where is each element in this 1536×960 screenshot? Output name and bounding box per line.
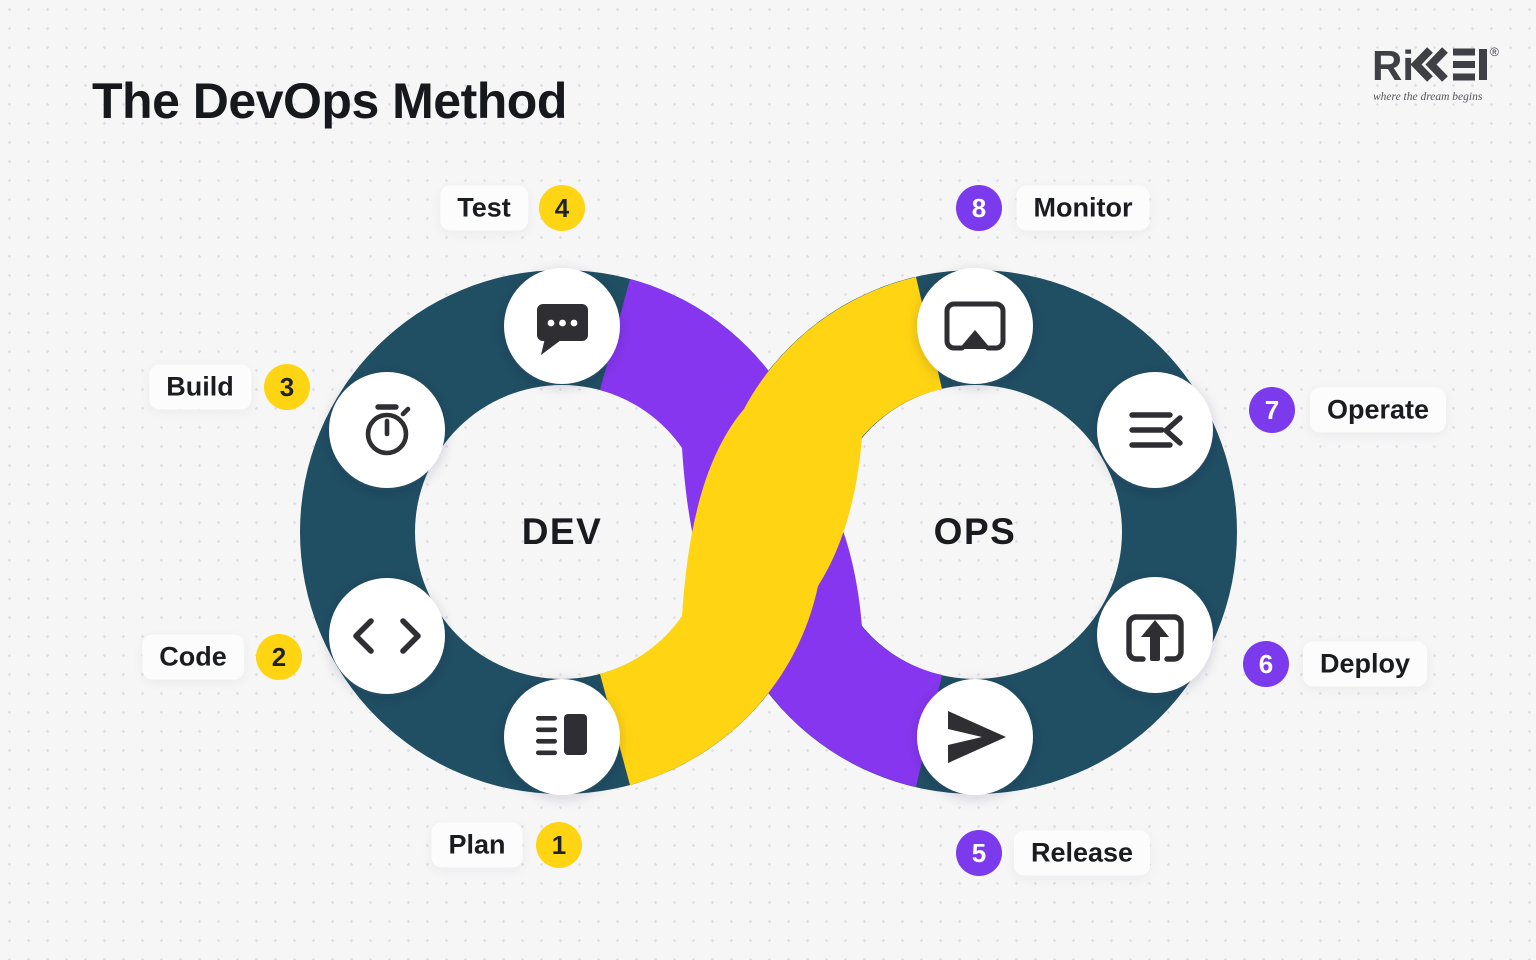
stage-label-code: Code xyxy=(142,634,244,680)
stage-badge-release: 5 xyxy=(956,830,1002,876)
release-icon-circle xyxy=(917,679,1033,795)
stage-label-operate: Operate xyxy=(1309,387,1447,433)
window-upload-icon xyxy=(1126,614,1184,662)
stopwatch-icon xyxy=(365,404,411,456)
send-icon xyxy=(948,711,1006,763)
yellow-crossover-band xyxy=(600,277,942,785)
list-collapse-icon xyxy=(1129,412,1183,448)
stage-badge-test: 4 xyxy=(539,185,585,231)
stage-label-release: Release xyxy=(1013,830,1151,876)
screen-share-icon xyxy=(944,301,1006,351)
rikkei-logo: Ri ® where the dream begins xyxy=(1372,40,1504,115)
stage-label-monitor: Monitor xyxy=(1016,185,1150,231)
logo-e-bars xyxy=(1453,48,1475,81)
logo-kk-chevrons xyxy=(1410,47,1448,82)
logo-brand-prefix: Ri xyxy=(1372,42,1414,89)
logo-registered-mark: ® xyxy=(1490,45,1499,59)
stage-label-plan: Plan xyxy=(431,822,523,868)
dev-loop-label: DEV xyxy=(521,511,603,552)
plan-icon-circle xyxy=(504,679,620,795)
stage-label-test: Test xyxy=(440,185,528,231)
logo-tagline: where the dream begins xyxy=(1373,91,1483,103)
stage-label-deploy: Deploy xyxy=(1302,641,1428,687)
ops-loop-label: OPS xyxy=(933,511,1017,552)
stage-badge-build: 3 xyxy=(264,364,310,410)
stage-label-build: Build xyxy=(149,364,251,410)
monitor-icon-circle xyxy=(917,268,1033,384)
page-title: The DevOps Method xyxy=(92,73,567,129)
stage-badge-operate: 7 xyxy=(1249,387,1295,433)
chat-dots-icon xyxy=(537,304,588,355)
stage-badge-code: 2 xyxy=(256,634,302,680)
code-icon-circle xyxy=(329,578,445,694)
code-brackets-icon xyxy=(353,618,421,654)
stage-badge-plan: 1 xyxy=(536,822,582,868)
list-detail-icon xyxy=(536,714,587,756)
rikkei-logo-mark: Ri ® where the dream begins xyxy=(1372,42,1499,103)
stage-badge-monitor: 8 xyxy=(956,185,1002,231)
stage-badge-deploy: 6 xyxy=(1243,641,1289,687)
